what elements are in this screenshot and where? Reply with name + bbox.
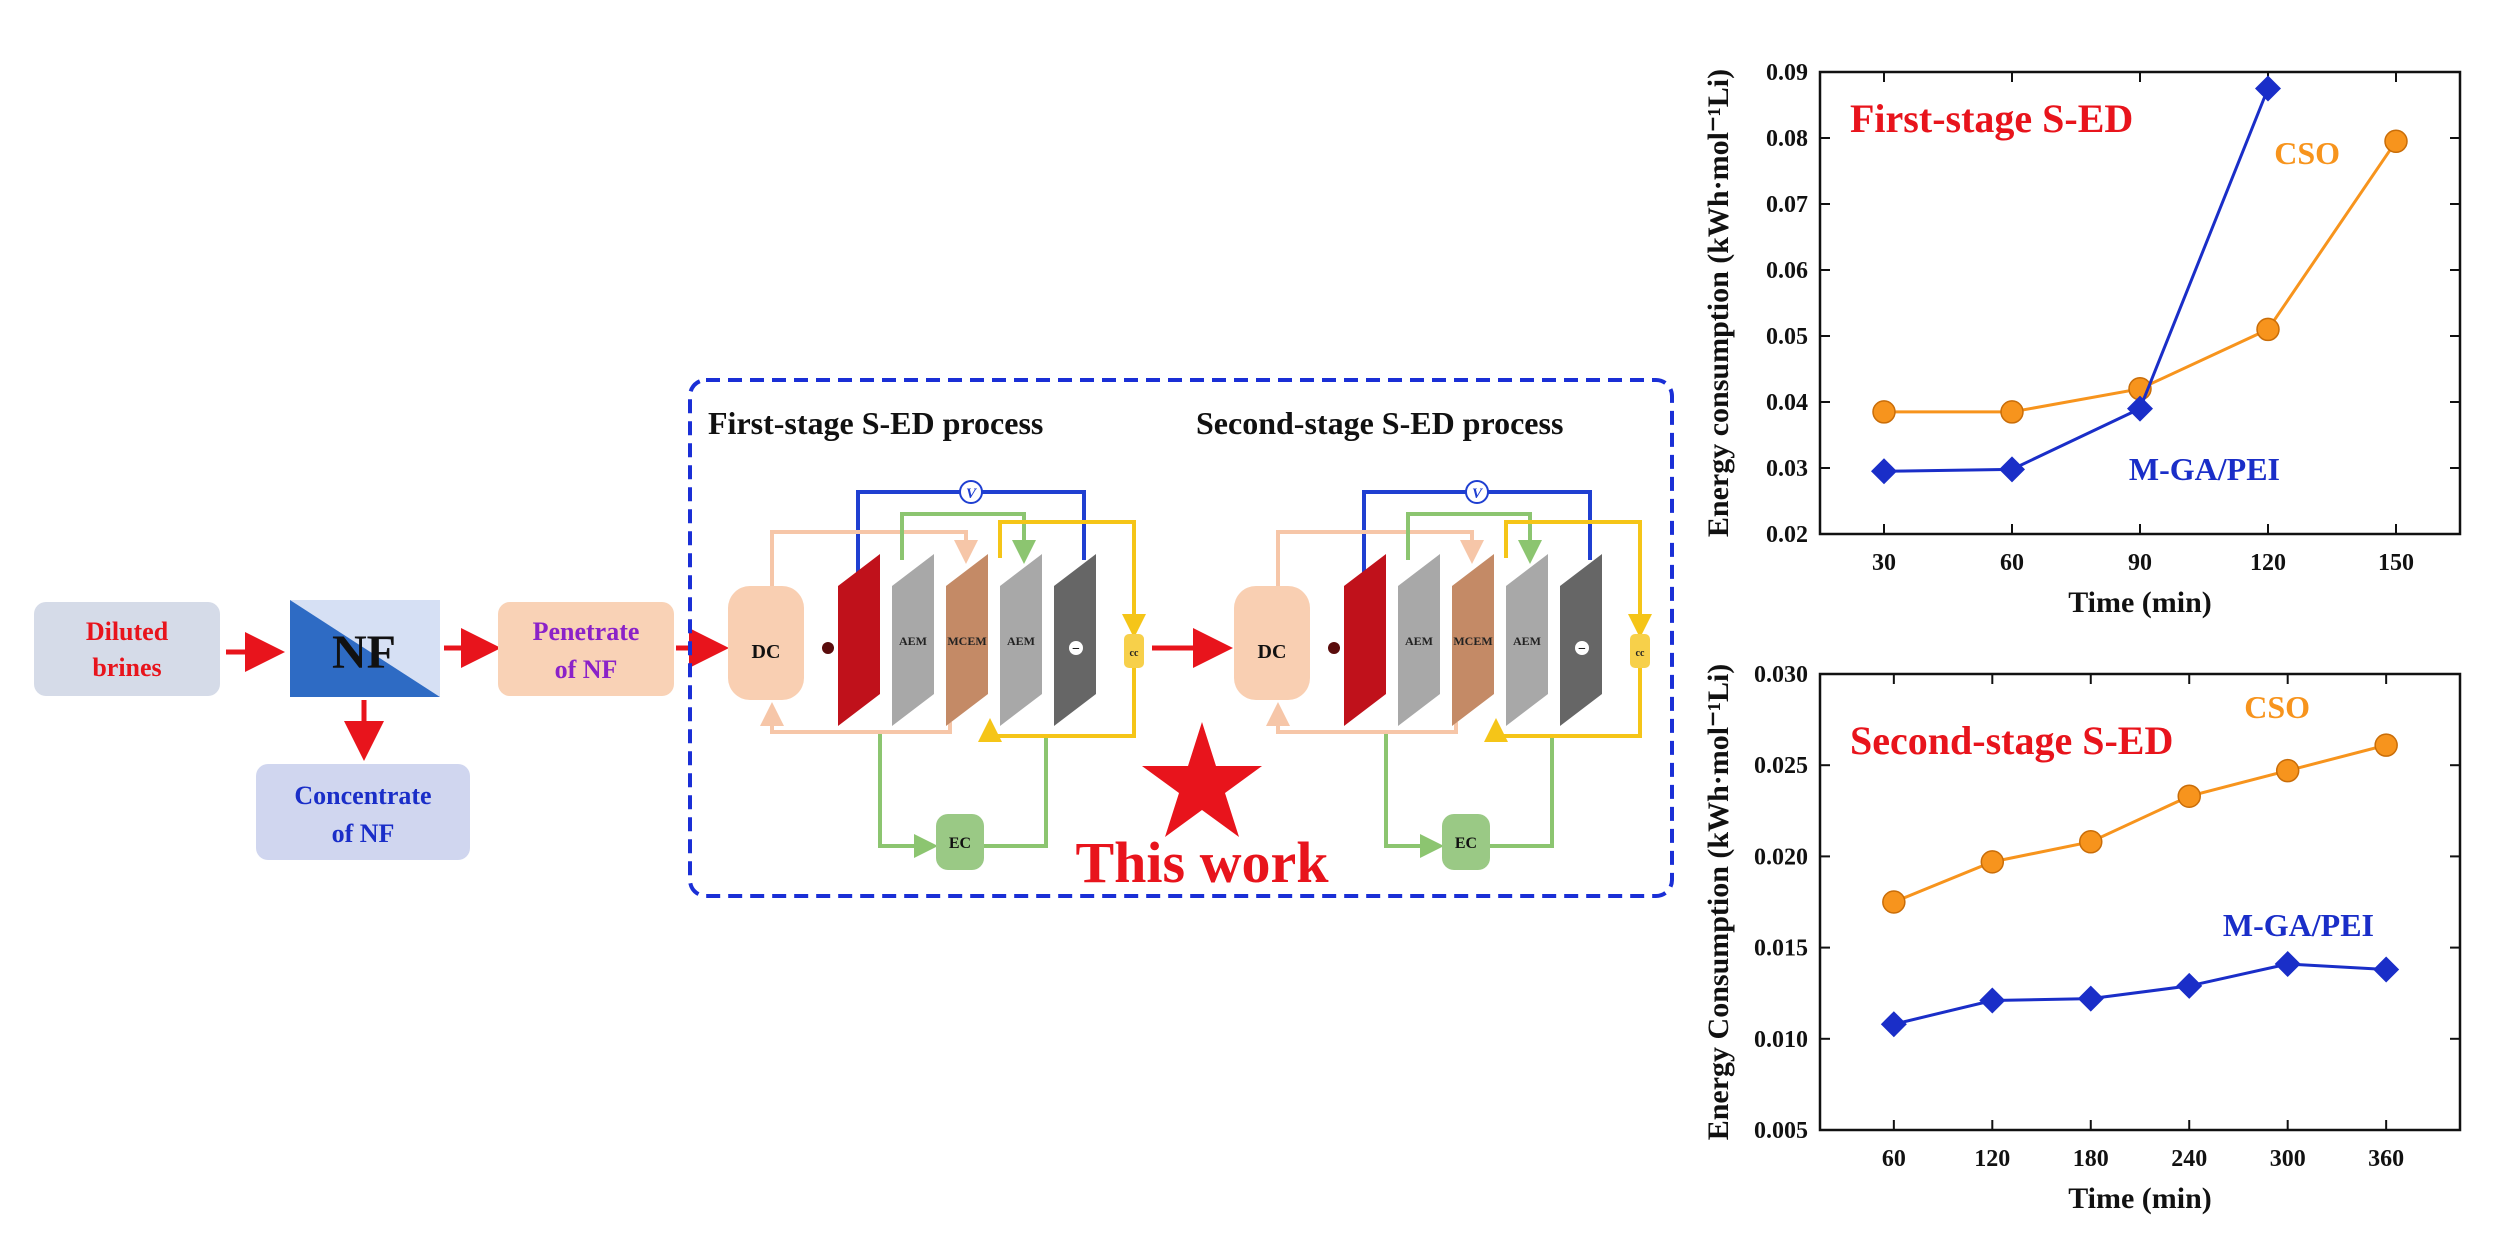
aem-label-2: AEM	[1007, 634, 1035, 648]
nf-unit: NF	[290, 600, 440, 697]
voltmeter-label: V	[966, 486, 978, 502]
series-line	[1883, 87, 2270, 473]
data-point	[2274, 951, 2301, 978]
y-tick-label: 0.030	[1754, 662, 1808, 688]
chart-top: 0.02 0.03 0.04 0.05 0.06 0.07 0.08 0.09 30 60 90 12…	[1702, 60, 2462, 619]
x-tick-label: 150	[2378, 550, 2414, 576]
data-point	[1979, 987, 2006, 1014]
voltmeter-label: V	[1472, 486, 1484, 502]
series-label: CSO	[2244, 689, 2310, 725]
x-tick-label: 90	[2128, 550, 2152, 576]
y-tick-label: 0.09	[1766, 60, 1808, 86]
stage1-title: First-stage S-ED process	[708, 405, 1043, 441]
y-tick-label: 0.03	[1766, 456, 1808, 482]
x-tick-label: 60	[2000, 550, 2024, 576]
penetrate-label-line2: of NF	[555, 655, 618, 684]
concentrate-box	[256, 764, 470, 860]
series-line	[1893, 743, 2387, 904]
dc-label: DC	[1258, 641, 1287, 663]
data-point	[2177, 784, 2201, 808]
mcem-label: MCEM	[1453, 634, 1492, 648]
flow-diagram: Diluted brines NF Penetrate of NF Concen…	[34, 600, 729, 860]
y-tick-label: 0.010	[1754, 1027, 1808, 1053]
data-point	[2077, 985, 2104, 1012]
cc-label: cc	[1130, 648, 1139, 659]
data-point	[1999, 456, 2025, 483]
x-axis-label: Time (min)	[2068, 1182, 2212, 1215]
chart-bottom: 0.005 0.010 0.015 0.020 0.025 0.030 60 120 180 24…	[1702, 662, 2462, 1215]
data-point	[2373, 956, 2400, 983]
aem-label: AEM	[899, 634, 927, 648]
data-point	[2176, 972, 2203, 999]
data-point	[2275, 758, 2300, 783]
data-point	[2000, 400, 2024, 424]
data-point	[1872, 400, 1896, 424]
data-point	[1882, 890, 1906, 914]
series-line	[1884, 140, 2398, 414]
y-tick-label: 0.005	[1754, 1118, 1808, 1144]
x-tick-label: 180	[2073, 1146, 2109, 1172]
data-point	[2374, 733, 2398, 757]
aem-label: AEM	[1405, 634, 1433, 648]
mcem-label: MCEM	[947, 634, 986, 648]
chart-title: First-stage S-ED	[1850, 96, 2133, 141]
y-tick-label: 0.015	[1754, 936, 1808, 962]
series-label: M-GA/PEI	[2223, 907, 2374, 943]
y-tick-label: 0.020	[1754, 844, 1808, 870]
x-axis-label: Time (min)	[2068, 586, 2212, 619]
sed-process-box: First-stage S-ED process Second-stage S-…	[688, 378, 1674, 898]
data-point	[1880, 1011, 1907, 1038]
data-point	[2255, 75, 2281, 102]
x-tick-label: 120	[2250, 550, 2286, 576]
data-point	[1871, 458, 1897, 485]
data-point	[1980, 850, 2005, 874]
y-axis-label: Energy Consumption (kWh·mol⁻¹Li)	[1702, 664, 1735, 1141]
x-tick-label: 60	[1882, 1146, 1906, 1172]
stage1-cell: V DC AEM MCEM	[728, 480, 1146, 870]
ec-label: EC	[949, 835, 971, 852]
star-icon	[1142, 722, 1262, 837]
diluted-brines-label: Diluted	[86, 617, 169, 646]
chart-title: Second-stage S-ED	[1850, 718, 2173, 763]
series-label: M-GA/PEI	[2129, 451, 2280, 487]
x-tick-label: 300	[2270, 1146, 2306, 1172]
y-tick-label: 0.02	[1766, 522, 1808, 548]
concentrate-label-line2: of NF	[332, 819, 395, 848]
x-tick-label: 30	[1872, 550, 1896, 576]
aem-label-2: AEM	[1513, 634, 1541, 648]
diluted-brines-box	[34, 602, 220, 696]
cc-label: cc	[1636, 648, 1645, 659]
x-tick-label: 120	[1974, 1146, 2010, 1172]
nf-label: NF	[332, 626, 396, 679]
series-line	[1893, 962, 2387, 1026]
y-tick-label: 0.04	[1766, 390, 1808, 416]
ec-label: EC	[1455, 835, 1477, 852]
x-tick-label: 240	[2171, 1146, 2207, 1172]
minus-label: −	[1578, 642, 1586, 657]
concentrate-label: Concentrate	[294, 781, 431, 810]
series-label: CSO	[2274, 135, 2340, 171]
this-work-label: This work	[1075, 830, 1329, 895]
y-tick-label: 0.07	[1766, 192, 1808, 218]
y-axis-label: Energy consumption (kWh·mol⁻¹Li)	[1702, 69, 1735, 537]
data-point	[2127, 395, 2153, 422]
y-tick-label: 0.025	[1754, 753, 1808, 779]
y-tick-label: 0.05	[1766, 324, 1808, 350]
data-point	[2079, 830, 2103, 854]
diluted-brines-label-line2: brines	[92, 653, 161, 682]
minus-label: −	[1072, 642, 1080, 657]
penetrate-label: Penetrate	[533, 617, 640, 646]
y-tick-label: 0.06	[1766, 258, 1808, 284]
y-tick-label: 0.08	[1766, 126, 1808, 152]
data-point	[2384, 129, 2408, 154]
stage2-cell: V DC AEM MCEM AEM − cc EC	[1234, 480, 1652, 870]
penetrate-box	[498, 602, 674, 696]
plot-frame	[1818, 672, 2462, 1132]
x-tick-label: 360	[2368, 1146, 2404, 1172]
stage2-title: Second-stage S-ED process	[1196, 405, 1563, 441]
data-point	[2256, 317, 2280, 342]
dc-label: DC	[752, 641, 781, 663]
